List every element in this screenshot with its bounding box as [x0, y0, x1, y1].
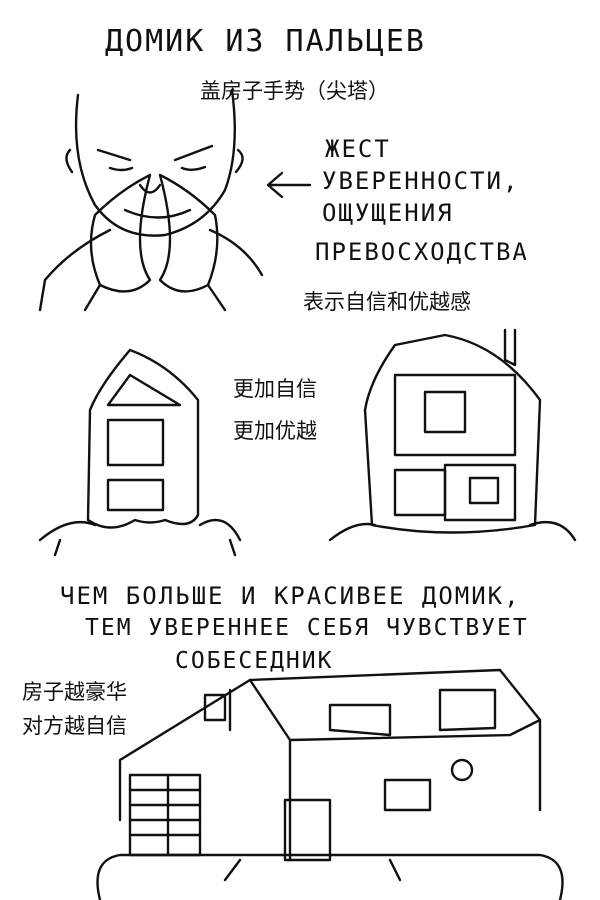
gesture-caption-line: ПРЕВОСХОДСТВА [315, 238, 529, 266]
gesture-caption-line: УВЕРЕННОСТИ, [322, 167, 520, 195]
bottom-caption-line: СОБЕСЕДНИК [175, 648, 334, 674]
bottom-caption-zh-line: 对方越自信 [22, 714, 127, 738]
gesture-caption-line: ОЩУЩЕНИЯ [322, 199, 454, 227]
gesture-caption-zh: 表示自信和优越感 [303, 290, 471, 314]
middle-zh-line: 更加优越 [233, 419, 317, 443]
arrow-icon [266, 171, 312, 199]
gesture-caption-line: ЖЕСТ [325, 135, 391, 163]
bottom-caption-zh-line: 房子越豪华 [22, 680, 127, 704]
bottom-caption-line: ТЕМ УВЕРЕННЕЕ СЕБЯ ЧУВСТВУЕТ [85, 615, 529, 641]
hands-small-house-drawing [38, 348, 242, 557]
bottom-caption-line: ЧЕМ БОЛЬШЕ И КРАСИВЕЕ ДОМИК, [60, 582, 521, 610]
man-face-spire-gesture-drawing [38, 88, 264, 312]
title-zh: 盖房子手势（尖塔） [200, 79, 389, 103]
title: ДОМИК ИЗ ПАЛЬЦЕВ [105, 24, 426, 59]
middle-zh-line: 更加自信 [233, 377, 317, 401]
hands-large-house-drawing [96, 668, 564, 900]
hands-bigger-house-drawing [328, 328, 577, 542]
